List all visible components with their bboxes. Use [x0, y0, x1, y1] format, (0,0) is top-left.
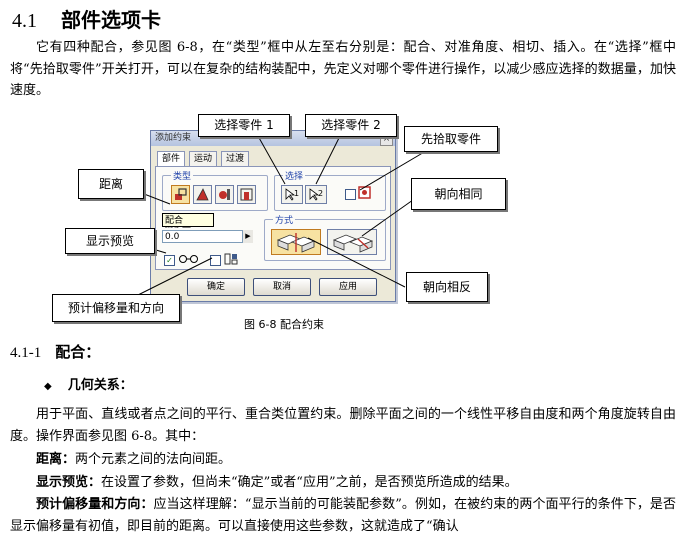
flush-solution-icon — [332, 234, 374, 253]
callout-select-part-1: 选择零件 1 — [198, 114, 290, 137]
subsection-number: 4.1-1 — [10, 345, 42, 361]
subsection-title: 配合： — [55, 343, 101, 361]
ok-button[interactable]: 确定 — [187, 278, 245, 296]
offset-input[interactable]: 0.0 — [162, 230, 252, 243]
offset-stepper[interactable]: ▶ — [242, 230, 253, 243]
subsection-heading: 4.1-1 配合： — [10, 341, 100, 362]
angle-type-button[interactable] — [193, 185, 212, 204]
callout-predict-offset: 预计偏移量和方向 — [52, 294, 180, 322]
predict-offset-icon — [224, 253, 238, 265]
apply-button[interactable]: 应用 — [319, 278, 377, 296]
definition-term: 预计偏移量和方向： — [36, 497, 154, 512]
callout-pick-part-first: 先拾取零件 — [404, 126, 498, 152]
bullet-text: 几何关系： — [67, 378, 133, 393]
section-number: 4.1 — [12, 10, 37, 32]
definition-preview: 显示预览：在设置了参数，但尚未“确定”或者“应用”之前，是否预览所造成的结果。 — [10, 471, 518, 490]
glasses-icon — [179, 255, 198, 263]
type-group: 类型 — [162, 169, 268, 211]
diamond-bullet-icon: ◆ — [44, 381, 52, 392]
definition-predict-offset: 预计偏移量和方向：应当这样理解：“显示当前的可能装配参数”。例如，在被约束的两个… — [10, 494, 676, 537]
select-2-number: 2 — [318, 189, 324, 198]
callout-same-direction: 朝向相同 — [411, 178, 506, 210]
insert-icon — [240, 188, 253, 201]
definition-term: 距离： — [36, 452, 76, 467]
definition-text: 两个元素之间的法向间距。 — [75, 452, 232, 467]
select-part-2-button[interactable]: 2 — [305, 185, 327, 204]
tangent-icon — [219, 189, 230, 200]
intro-paragraph: 它有四种配合，参见图 6-8，在“类型”框中从左至右分别是：配合、对准角度、相切… — [10, 40, 676, 98]
select-part-1-button[interactable]: 1 — [281, 185, 303, 204]
tab-transitional[interactable]: 过渡 — [221, 151, 250, 166]
mate-icon — [175, 188, 187, 200]
mate-type-button[interactable] — [171, 185, 190, 204]
insert-type-button[interactable] — [237, 185, 256, 204]
section-heading: 4.1 部件选项卡 — [12, 4, 161, 33]
show-preview-checkbox[interactable]: ✓ — [164, 255, 175, 266]
mate-solution-icon — [276, 233, 316, 253]
definition-text: 在设置了参数，但尚未“确定”或者“应用”之前，是否预览所造成的结果。 — [101, 475, 518, 490]
solution-label: 方式 — [273, 213, 296, 226]
angle-icon — [196, 188, 209, 201]
tab-assembly[interactable]: 部件 — [157, 151, 186, 167]
mate-description-paragraph: 用于平面、直线或者点之间的平行、重合类位置约束。删除平面之间的一个线性平移自由度… — [10, 407, 676, 444]
pick-part-first-checkbox[interactable] — [345, 189, 356, 200]
callout-select-part-2: 选择零件 2 — [305, 114, 397, 137]
opposed-direction-button[interactable] — [271, 229, 321, 255]
definition-text: 应当这样理解：“显示当前的可能装配参数”。例如，在被约束的两个面平行的条件下，是… — [10, 497, 676, 534]
bullet-geometric-relation: ◆ 几何关系： — [44, 374, 133, 393]
callout-show-preview: 显示预览 — [65, 228, 155, 254]
select-group: 选择 1 2 — [274, 169, 386, 211]
select-1-number: 1 — [294, 189, 300, 198]
section-title: 部件选项卡 — [61, 8, 161, 32]
cursor-icon — [309, 188, 320, 201]
cursor-icon — [285, 188, 296, 201]
figure-caption: 图 6-8 配合约束 — [244, 318, 324, 331]
callout-distance: 距离 — [78, 169, 144, 199]
tangent-type-button[interactable] — [215, 185, 234, 204]
solution-group: 方式 — [264, 213, 386, 261]
callout-opposite-direction: 朝向相反 — [406, 272, 488, 302]
tab-motion[interactable]: 运动 — [189, 151, 218, 166]
type-label: 类型 — [171, 169, 194, 182]
predict-offset-checkbox[interactable] — [210, 255, 221, 266]
same-direction-button[interactable] — [327, 229, 377, 255]
select-label: 选择 — [283, 169, 306, 182]
definition-term: 显示预览： — [36, 475, 102, 490]
definition-distance: 距离：两个元素之间的法向间距。 — [10, 448, 231, 467]
cancel-button[interactable]: 取消 — [253, 278, 311, 296]
mate-tooltip: 配合 — [162, 213, 214, 227]
